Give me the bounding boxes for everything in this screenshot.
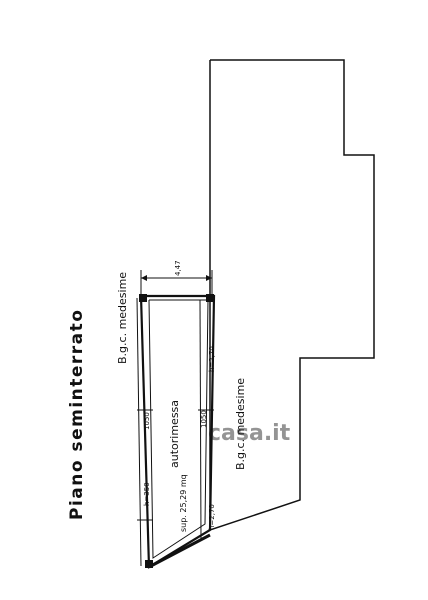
garage-inner-wall	[148, 299, 209, 559]
watermark: casa.it	[208, 421, 291, 446]
pillar-bottom-left	[145, 560, 153, 568]
pillar-top-right	[206, 294, 214, 302]
neighbor-label-top: B.g.c. medesime	[116, 272, 129, 364]
dimension-height-right: h=2,70	[208, 346, 216, 372]
floor-label: Piano seminterrato	[67, 309, 87, 520]
garage-bottom-slab	[148, 533, 211, 569]
building-outline	[209, 59, 375, 532]
dimension-arrow-left	[141, 275, 147, 281]
garage-room	[136, 294, 216, 569]
dimension-height-left: h=350	[143, 482, 151, 506]
top-dimension	[140, 270, 213, 296]
dimension-width-top: 4,47	[174, 260, 182, 276]
pillar-top-left	[139, 294, 147, 302]
dimension-length-right: 1050	[200, 410, 208, 428]
neighbor-label-right: B.g.c. medesime	[234, 378, 247, 470]
dimension-arrow-right	[206, 275, 212, 281]
garage-right-cavity-wall	[199, 299, 202, 541]
garage-outer-wall	[139, 294, 216, 569]
dimension-height-right-low: h=2,70	[208, 504, 216, 530]
garage-left-cavity-wall	[136, 297, 142, 567]
dimension-length-left: 1050	[143, 412, 151, 430]
garage-area: sup. 25,29 mq	[179, 474, 188, 532]
garage-name: autorimessa	[168, 400, 181, 468]
